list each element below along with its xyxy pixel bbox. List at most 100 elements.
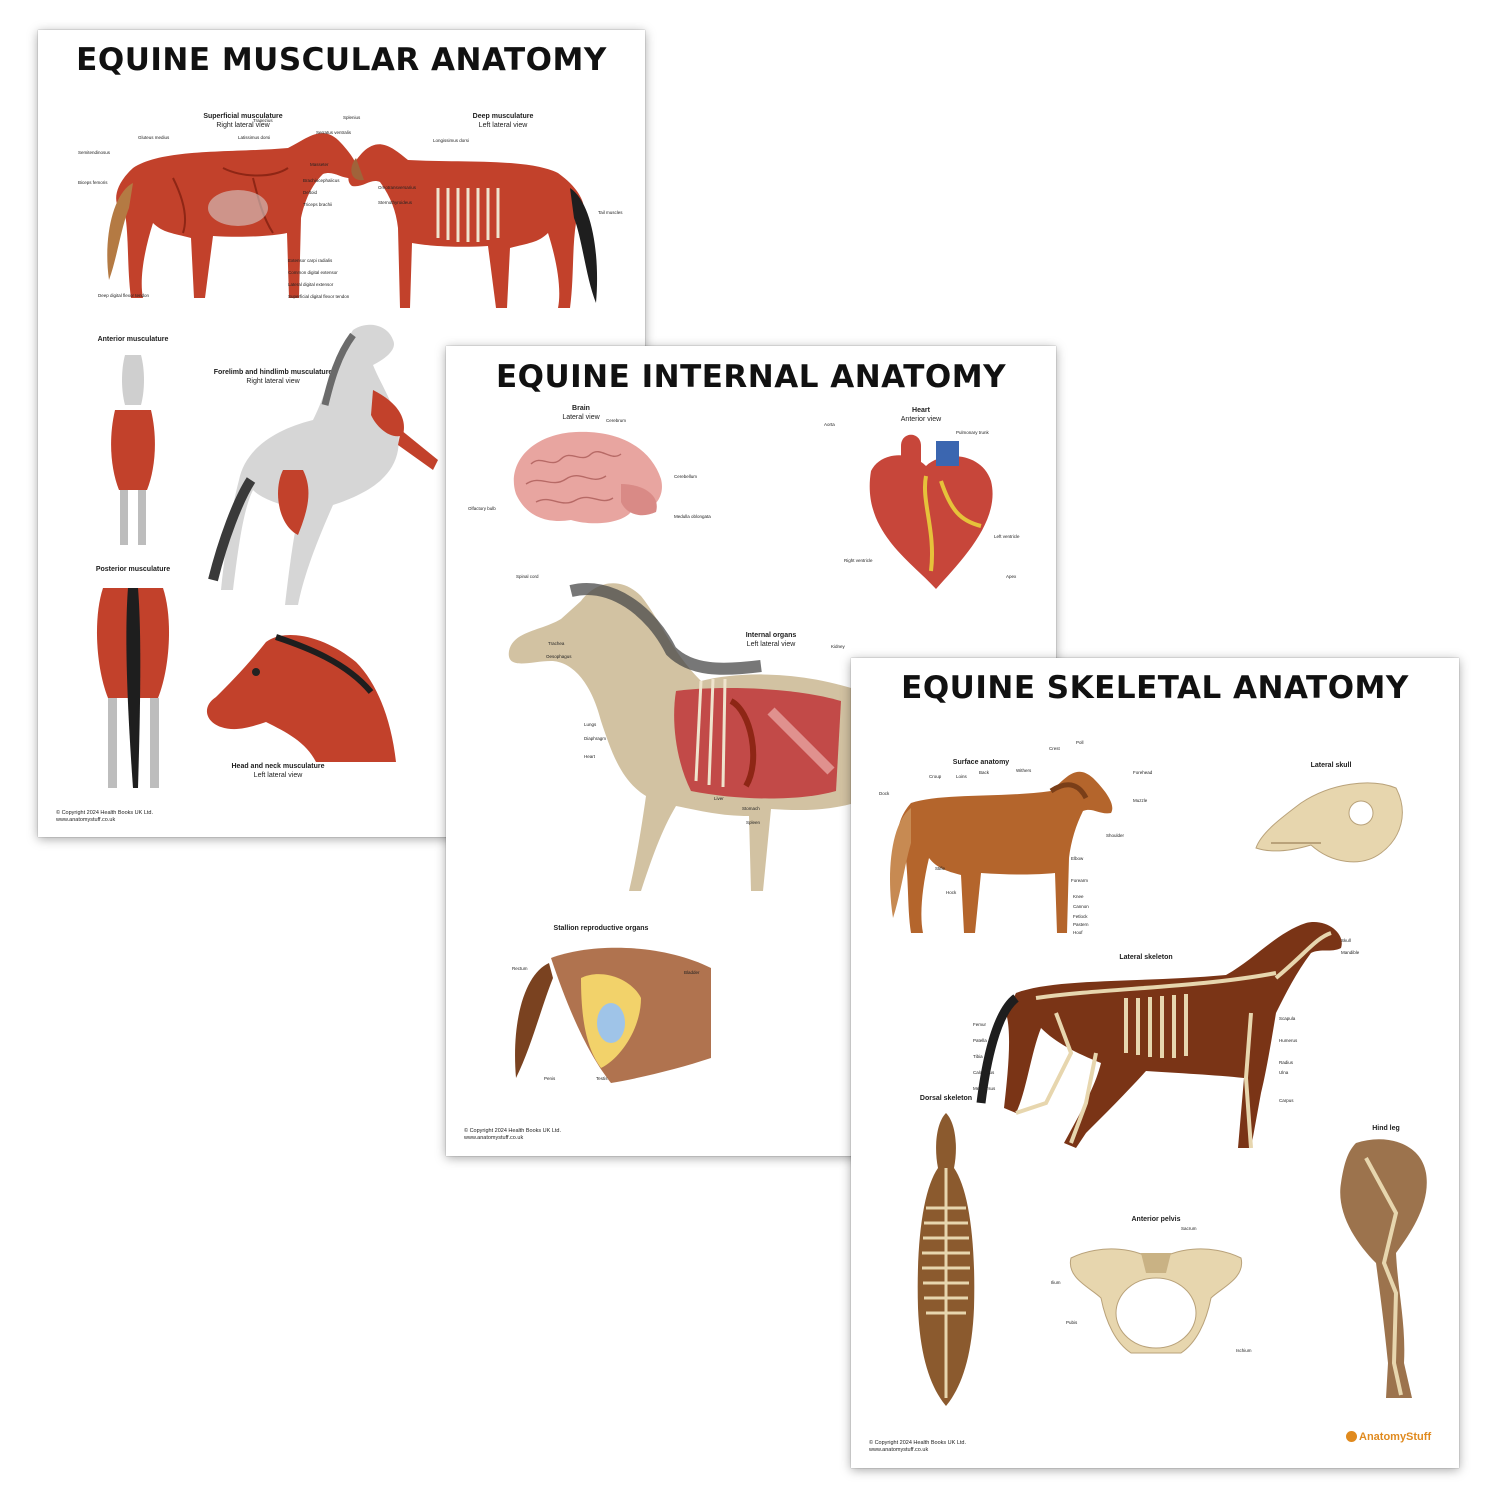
copyright-text: © Copyright 2024 Health Books UK Ltd.	[56, 810, 153, 816]
organ-label: Cerebrum	[606, 418, 627, 423]
skeletal-label: Hoof	[1073, 930, 1083, 935]
copyright-text: © Copyright 2024 Health Books UK Ltd.	[464, 1128, 561, 1134]
muscle-label: Splenius	[343, 115, 361, 120]
section-title-text: Deep musculature	[472, 113, 534, 120]
organ-label: Diaphragm	[584, 736, 607, 741]
internal-organs-figure	[508, 583, 861, 891]
skeletal-label: Ischium	[1236, 1348, 1252, 1353]
skeletal-label: Poll	[1076, 740, 1084, 745]
skeletal-label: Calcaneus	[973, 1070, 995, 1075]
organ-label: Oesophagus	[546, 654, 572, 659]
organ-label: Lungs	[584, 722, 597, 727]
muscle-label: Deep digital flexor tendon	[98, 293, 150, 298]
skeletal-label: Pubis	[1066, 1320, 1078, 1325]
skeletal-label: Mandible	[1341, 950, 1360, 955]
section-title-text: Forelimb and hindlimb musculature	[213, 369, 333, 376]
skeletal-label: Humerus	[1279, 1038, 1298, 1043]
section-title-brain: Brain Lateral view	[546, 404, 616, 422]
section-subtitle: Lateral view	[562, 414, 600, 421]
organ-label: Penis	[544, 1076, 556, 1081]
anterior-pelvis-figure	[1069, 1248, 1243, 1354]
section-title-skull: Lateral skull	[1310, 762, 1352, 769]
muscle-label: Extensor carpi radialis	[288, 258, 333, 263]
poster-footer: © Copyright 2024 Health Books UK Ltd. ww…	[869, 1440, 966, 1454]
section-title-anterior: Anterior musculature	[97, 336, 169, 343]
brand-name: AnatomyStuff	[1359, 1431, 1432, 1443]
poster-footer: © Copyright 2024 Health Books UK Ltd. ww…	[464, 1128, 561, 1142]
forelimb-hindlimb-figure	[208, 324, 438, 605]
brand-icon	[1346, 1431, 1357, 1442]
organ-label: Pulmonary trunk	[956, 430, 989, 435]
muscle-label: Triceps brachii	[303, 202, 333, 207]
poster-skeletal: EQUINE SKELETAL ANATOMY Surface anatomy …	[851, 658, 1459, 1468]
muscle-label: Semitendinosus	[78, 150, 111, 155]
website-text: www.anatomystuff.co.uk	[464, 1135, 524, 1141]
muscle-label: Masseter	[310, 162, 329, 167]
section-subtitle: Left lateral view	[253, 772, 303, 779]
section-title-pelvis: Anterior pelvis	[1131, 1216, 1181, 1223]
section-title-surface: Surface anatomy	[952, 759, 1010, 766]
skeletal-label: Forehead	[1133, 770, 1153, 775]
section-title-deep: Deep musculature Left lateral view	[458, 112, 548, 130]
organ-label: Rectum	[512, 966, 528, 971]
section-title-text: Internal organs	[745, 632, 797, 639]
skeletal-label: Back	[979, 770, 990, 775]
section-title-heart: Heart Anterior view	[886, 406, 956, 424]
skeletal-label: Fetlock	[1073, 914, 1088, 919]
hind-leg-figure	[1340, 1139, 1427, 1398]
organ-label: Medulla oblongata	[674, 514, 711, 519]
organ-label: Apex	[1006, 574, 1017, 579]
skeletal-label: Patella	[973, 1038, 987, 1043]
deep-musculature-figure	[348, 144, 598, 308]
skeletal-label: Stifle	[935, 866, 946, 871]
skeletal-label: Tibia	[973, 1054, 983, 1059]
muscle-label: Longissimus dorsi	[433, 138, 470, 143]
section-subtitle: Right lateral view	[246, 378, 300, 385]
skeletal-label: Croup	[929, 774, 942, 779]
skeletal-label: Crest	[1049, 746, 1060, 751]
muscle-label: Latissimus dorsi	[238, 135, 271, 140]
muscle-label: Serratus ventralis	[316, 130, 352, 135]
muscle-label: Tail muscles	[598, 210, 623, 215]
brand-logo: AnatomyStuff	[1346, 1431, 1431, 1443]
skeletal-label: Scapula	[1279, 1016, 1296, 1021]
poster-title: EQUINE INTERNAL ANATOMY	[495, 359, 1007, 395]
skeletal-label: Sacrum	[1181, 1226, 1197, 1231]
dorsal-skeleton-figure	[917, 1113, 975, 1406]
poster-title: EQUINE MUSCULAR ANATOMY	[76, 42, 607, 78]
section-title-dorsal: Dorsal skeleton	[919, 1095, 973, 1102]
skeletal-label: Dock	[879, 791, 890, 796]
skeletal-label: Femur	[973, 1022, 987, 1027]
muscle-label: Deltoid	[303, 190, 318, 195]
skeletal-label: Hock	[946, 890, 957, 895]
organ-label: Bladder	[684, 970, 700, 975]
website-text: www.anatomystuff.co.uk	[869, 1447, 929, 1453]
organ-label: Spinal cord	[516, 574, 539, 579]
section-title-hindleg: Hind leg	[1372, 1125, 1400, 1132]
poster-title: EQUINE SKELETAL ANATOMY	[901, 670, 1409, 706]
section-title-text: Superficial musculature	[203, 113, 283, 120]
organ-label: Stomach	[742, 806, 760, 811]
organ-label: Heart	[584, 754, 596, 759]
poster-footer: © Copyright 2024 Health Books UK Ltd. ww…	[56, 810, 153, 824]
skeletal-label: Pastern	[1073, 922, 1089, 927]
organ-label: Cerebellum	[674, 474, 698, 479]
organ-label: Liver	[714, 796, 724, 801]
organ-label: Testis	[596, 1076, 608, 1081]
section-title-text: Brain	[572, 405, 590, 412]
section-title-organs: Internal organs Left lateral view	[726, 631, 816, 649]
section-title-repro: Stallion reproductive organs	[553, 925, 649, 932]
section-subtitle: Anterior view	[900, 416, 942, 423]
section-subtitle: Left lateral view	[478, 122, 528, 129]
organ-label: Right ventricle	[844, 558, 873, 563]
skeletal-label: Skull	[1341, 938, 1351, 943]
muscle-label: Omotransversarius	[378, 185, 417, 190]
muscle-label: Trapezius	[253, 118, 273, 123]
skeletal-label: Knee	[1073, 894, 1084, 899]
section-title-text: Head and neck musculature	[231, 763, 325, 770]
organ-label: Olfactory bulb	[468, 506, 496, 511]
skeletal-label: Carpus	[1279, 1098, 1294, 1103]
surface-anatomy-figure	[890, 771, 1113, 933]
posterior-musculature-figure	[96, 588, 170, 788]
skeletal-label: Muzzle	[1133, 798, 1148, 803]
